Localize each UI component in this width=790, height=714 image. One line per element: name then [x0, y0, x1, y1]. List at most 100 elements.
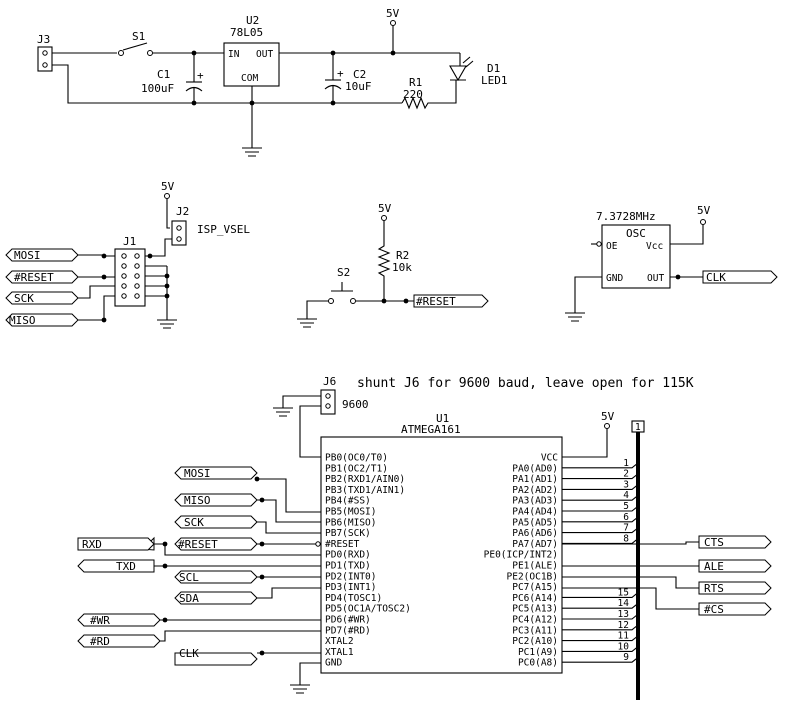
vcc-label-r2: 5V [378, 202, 392, 215]
vcc-label-osc: 5V [697, 204, 711, 217]
mcu-section: J6 9600 shunt J6 for 9600 baud, leave op… [77, 375, 772, 700]
bus-entry-line [562, 636, 638, 642]
osc-frequency: 7.3728MHz [596, 210, 656, 223]
svg-text:+: + [337, 67, 344, 80]
bus-entry-line [562, 506, 638, 512]
d1-value: LED1 [481, 74, 508, 87]
bus-entry-line [562, 592, 638, 598]
u1-pin-right: PA2(AD2) [512, 485, 558, 496]
u1-left-pins: PB0(OC0/T0)PB1(OC2/T1)PB2(RXD1/AIN0)PB3(… [325, 453, 411, 669]
u1-pin-left: PD5(OC1A/TOSC2) [325, 604, 411, 615]
port-cts-label: CTS [704, 536, 724, 549]
s1-contact-b [147, 50, 153, 56]
r2-value: 10k [392, 261, 412, 274]
j1-label: J1 [123, 235, 136, 248]
j3-pin1 [42, 50, 48, 56]
bus-entry-number: 7 [623, 523, 629, 534]
u1-pin-left: PB7(SCK) [325, 528, 371, 539]
port-scl-label: SCL [179, 571, 199, 584]
bus-entry-line [562, 603, 638, 609]
bus-entry-number: 9 [623, 652, 629, 663]
osc-pin-out: OUT [647, 273, 664, 284]
j3-connector [37, 46, 53, 72]
bus-entry-line [562, 614, 638, 620]
bus-entry-number: 5 [623, 501, 629, 512]
bus-entry-line [562, 538, 638, 544]
bus-entry-number: 2 [623, 469, 629, 480]
s1-label: S1 [132, 30, 145, 43]
u1-pin-left: PB6(MISO) [325, 517, 376, 528]
port-u-reset-label: #RESET [178, 538, 218, 551]
u1-pin-right: VCC [541, 453, 558, 464]
u1-pin-left: PD1(TXD) [325, 561, 371, 572]
port-ale [698, 559, 772, 573]
c2-label: C2 [353, 68, 366, 81]
u1-pin-left: PD7(#RD) [325, 625, 371, 636]
bus-entry-line [562, 495, 638, 501]
u1-mcu [320, 436, 563, 674]
u1-pin-right: PC7(A15) [512, 582, 558, 593]
u2-pin-com: COM [241, 73, 258, 84]
port-u-miso-label: MISO [184, 494, 211, 507]
u1-pin-left: PB1(OC2/T1) [325, 463, 388, 474]
u1-pin-left: PD6(#WR) [325, 615, 371, 626]
u1-pin-right: PC3(A11) [512, 625, 558, 636]
port-u-sck-label: SCK [184, 516, 204, 529]
u1-pin-right: PC6(A14) [512, 593, 558, 604]
port-reset-label: #RESET [14, 271, 54, 284]
r2-resistor [377, 221, 391, 301]
u1-right-pins: VCCPA0(AD0)PA1(AD1)PA2(AD2)PA3(AD3)PA4(A… [484, 453, 558, 669]
port-reset-s2-label: #RESET [416, 295, 456, 308]
r2-label: R2 [396, 249, 409, 262]
u2-label: U2 [246, 14, 259, 27]
vcc-label-u1: 5V [601, 410, 615, 423]
s1-switch-lever [122, 42, 148, 51]
u1-pin-left: #RESET [325, 539, 360, 550]
j6-connector [320, 389, 336, 415]
bus-entry-number: 13 [618, 609, 629, 620]
bus-entry-number: 4 [623, 490, 629, 501]
c1-label: C1 [157, 68, 170, 81]
u1-pin-right: PC0(A8) [518, 658, 558, 669]
u1-pin-left: PD0(RXD) [325, 550, 371, 561]
u1-pin-right: PA6(AD6) [512, 528, 558, 539]
port-u-clk [174, 652, 258, 666]
u1-pin-right: PE1(ALE) [512, 561, 558, 572]
bus-entry-number: 1 [623, 458, 629, 469]
u1-pin-left: GND [325, 658, 342, 669]
r1-label: R1 [409, 76, 422, 89]
u1-pin-right: PC5(A13) [512, 604, 558, 615]
c2-value: 10uF [345, 80, 372, 93]
u2-regulator [223, 42, 280, 87]
s2-label: S2 [337, 266, 350, 279]
u1-pin-right: PC1(A9) [518, 647, 558, 658]
port-rts-label: RTS [704, 582, 724, 595]
port-sck-label: SCK [14, 292, 34, 305]
port-cs-label: #CS [704, 603, 724, 616]
port-txd-label: TXD [116, 560, 136, 573]
u1-pin-right: PA5(AD5) [512, 517, 558, 528]
j2-value: ISP_VSEL [197, 223, 250, 236]
u1-pin-left: PD4(TOSC1) [325, 593, 382, 604]
bus-entry-number: 15 [618, 587, 629, 598]
c1-value: 100uF [141, 82, 174, 95]
port-cs [698, 602, 772, 616]
u1-label: U1 [436, 412, 449, 425]
port-ale-label: ALE [704, 560, 724, 573]
port-u-clk-label: CLK [179, 647, 199, 660]
u1-pin-right: PA1(AD1) [512, 474, 558, 485]
j3-label: J3 [37, 33, 50, 46]
u1-pin-right: PA0(AD0) [512, 463, 558, 474]
ground-symbol [242, 147, 262, 157]
u1-pin-left: XTAL2 [325, 636, 354, 647]
u2-pin-out: OUT [256, 49, 273, 60]
bus-entry-line [562, 517, 638, 523]
port-miso-label: MISO [9, 314, 36, 327]
j6-label: J6 [323, 375, 336, 388]
osc-pin-oe: OE [606, 241, 618, 252]
u1-pin-left: PD2(INT0) [325, 571, 376, 582]
bus-entry-number: 8 [623, 533, 629, 544]
u1-pin-right: PA4(AD4) [512, 507, 558, 518]
osc-label: OSC [626, 227, 646, 240]
